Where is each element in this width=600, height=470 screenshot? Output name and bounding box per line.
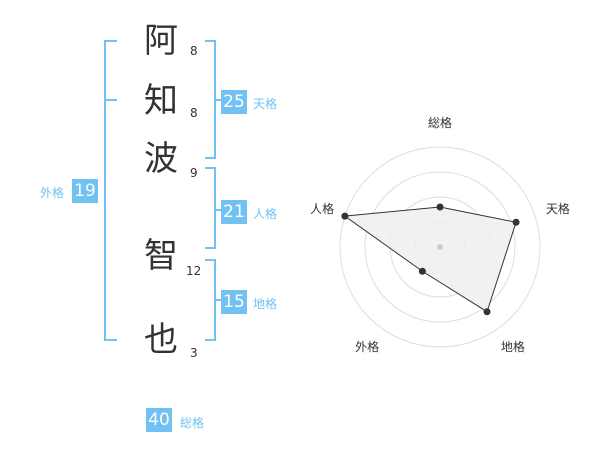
stroke-count-3: 9 — [190, 166, 198, 180]
radar-axis-label-4: 外格 — [355, 340, 380, 355]
stroke-count-1: 8 — [190, 44, 198, 58]
jinkaku-bracket — [205, 167, 216, 249]
name-char-2: 知 — [144, 81, 178, 121]
stroke-count-4: 12 — [186, 264, 202, 278]
jinkaku-label: 人格 — [253, 207, 278, 221]
radar-point-1 — [436, 203, 444, 211]
stroke-count-2: 8 — [190, 106, 198, 120]
soukaku-label: 総格 — [180, 416, 205, 430]
radar-axis-label-1: 総格 — [428, 116, 453, 130]
radar-point-4 — [418, 267, 426, 275]
soukaku-value: 40 — [146, 408, 172, 432]
radar-center-dot — [437, 244, 443, 250]
radar-axis-label-5: 人格 — [310, 201, 335, 216]
gaikaku-label: 外格 — [40, 186, 65, 200]
name-char-1: 阿 — [144, 21, 178, 61]
radar-axis-label-3: 地格 — [500, 340, 525, 355]
chikaku-label: 地格 — [253, 297, 278, 311]
radar-point-5 — [341, 212, 349, 220]
name-char-5: 也 — [144, 320, 178, 360]
chikaku-value: 15 — [221, 290, 247, 314]
radar-ring-3 — [364, 171, 516, 323]
radar-data-polygon — [343, 206, 517, 313]
gaikaku-bracket — [104, 40, 117, 341]
stroke-count-5: 3 — [190, 346, 198, 360]
jinkaku-value: 21 — [221, 200, 247, 224]
gaikaku-value: 19 — [72, 179, 98, 203]
radar-points — [341, 203, 520, 316]
name-char-4: 智 — [144, 236, 178, 276]
radar-point-3 — [483, 308, 491, 316]
radar-axis-label-2: 天格 — [545, 201, 570, 216]
name-char-3: 波 — [144, 139, 178, 179]
tenkaku-value: 25 — [221, 90, 247, 114]
tenkaku-label: 天格 — [253, 97, 278, 111]
radar-ring-4 — [339, 146, 541, 348]
radar-point-2 — [512, 218, 520, 226]
